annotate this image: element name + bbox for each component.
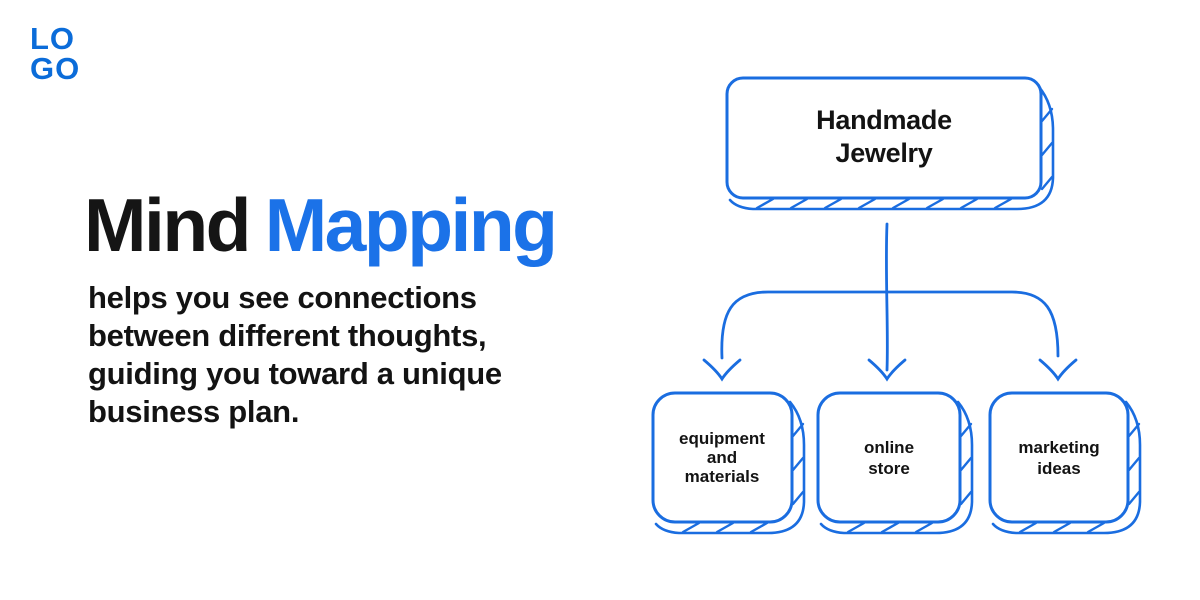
mindmap-node-child — [816, 391, 974, 535]
ribbon-hatch — [1040, 175, 1054, 191]
arrowhead-down-icon — [702, 358, 742, 382]
ribbon-hatch — [791, 422, 805, 438]
mindmap-node-root — [725, 76, 1055, 211]
ribbon-hatch — [959, 422, 973, 438]
title-word-primary: Mind — [84, 183, 251, 267]
node-box — [651, 391, 794, 524]
ribbon-hatch — [846, 521, 866, 534]
ribbon-hatch — [681, 521, 701, 534]
mindmap-connectors — [702, 222, 1078, 382]
ribbon-hatch — [1018, 521, 1038, 534]
ribbon-hatch — [755, 197, 775, 210]
ribbon-hatch — [857, 197, 877, 210]
mindmap-node-child — [651, 391, 806, 535]
mindmap-child-label: online store — [863, 438, 915, 478]
ribbon-hatch — [1127, 456, 1141, 472]
ribbon-hatch — [791, 456, 805, 472]
connector-stem — [884, 222, 889, 372]
ribbon-hatch — [823, 197, 843, 210]
brand-logo: LO GO — [30, 21, 81, 86]
node-shadow-ribbon — [728, 85, 1055, 211]
mindmap-diagram — [651, 76, 1142, 535]
ribbon-hatch — [891, 197, 911, 210]
ribbon-hatch — [791, 490, 805, 506]
ribbon-hatch — [959, 197, 979, 210]
connector-branch — [720, 290, 1060, 360]
ribbon-hatch — [749, 521, 769, 534]
node-box — [725, 76, 1043, 200]
ribbon-hatch — [1040, 107, 1054, 123]
mindmap-node-child — [988, 391, 1142, 535]
node-box — [816, 391, 962, 524]
node-shadow-ribbon — [991, 400, 1142, 535]
hero-description: helps you see connections between differ… — [88, 280, 502, 429]
mindmap-root-label: Handmade Jewelry — [816, 105, 952, 168]
ribbon-hatch — [880, 521, 900, 534]
node-box — [988, 391, 1130, 524]
ribbon-hatch — [715, 521, 735, 534]
ribbon-hatch — [925, 197, 945, 210]
ribbon-hatch — [1052, 521, 1072, 534]
ribbon-hatch — [1127, 490, 1141, 506]
ribbon-hatch — [789, 197, 809, 210]
arrowhead-down-icon — [1038, 358, 1078, 382]
ribbon-hatch — [1127, 422, 1141, 438]
ribbon-hatch — [959, 456, 973, 472]
mindmap-child-label: marketing ideas — [1018, 438, 1100, 478]
title-word-accent: Mapping — [264, 183, 558, 267]
ribbon-hatch — [959, 490, 973, 506]
ribbon-hatch — [1086, 521, 1106, 534]
mindmap-child-label: equipment and materials — [679, 429, 765, 486]
ribbon-hatch — [914, 521, 934, 534]
node-shadow-ribbon — [819, 400, 974, 535]
node-shadow-ribbon — [654, 400, 806, 535]
arrowhead-down-icon — [867, 358, 907, 382]
ribbon-hatch — [993, 197, 1013, 210]
ribbon-hatch — [1040, 141, 1054, 157]
